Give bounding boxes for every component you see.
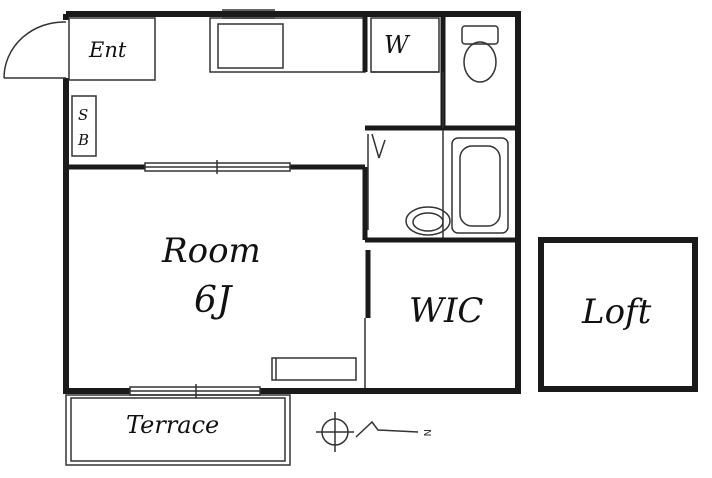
kitchen-counter	[209, 17, 366, 73]
room-name: Room	[161, 231, 261, 271]
washer-label: W	[384, 31, 411, 59]
terrace-window	[129, 384, 261, 398]
north-mark: N	[421, 429, 432, 436]
entrance-label: Ent	[88, 38, 127, 62]
interior-walls	[66, 14, 518, 318]
top-window	[222, 9, 275, 19]
room-sliding-door	[144, 160, 291, 174]
shoe-box	[71, 95, 97, 157]
entrance-door	[3, 21, 67, 79]
loft-area	[538, 237, 698, 392]
room-shelf	[271, 357, 357, 381]
terrace	[65, 394, 291, 466]
shoe-box-label-b: B	[77, 131, 89, 149]
wic-label: WIC	[409, 291, 483, 331]
bathtub	[451, 137, 509, 234]
terrace-label: Terrace	[126, 411, 219, 439]
room-size: 6J	[194, 280, 234, 321]
entrance-area	[68, 17, 156, 81]
loft-label: Loft	[581, 292, 652, 332]
toilet	[461, 25, 499, 83]
bathroom-door	[367, 133, 386, 230]
compass-icon	[316, 412, 419, 452]
shoe-box-label-s: S	[78, 106, 88, 124]
outer-walls	[63, 11, 521, 394]
